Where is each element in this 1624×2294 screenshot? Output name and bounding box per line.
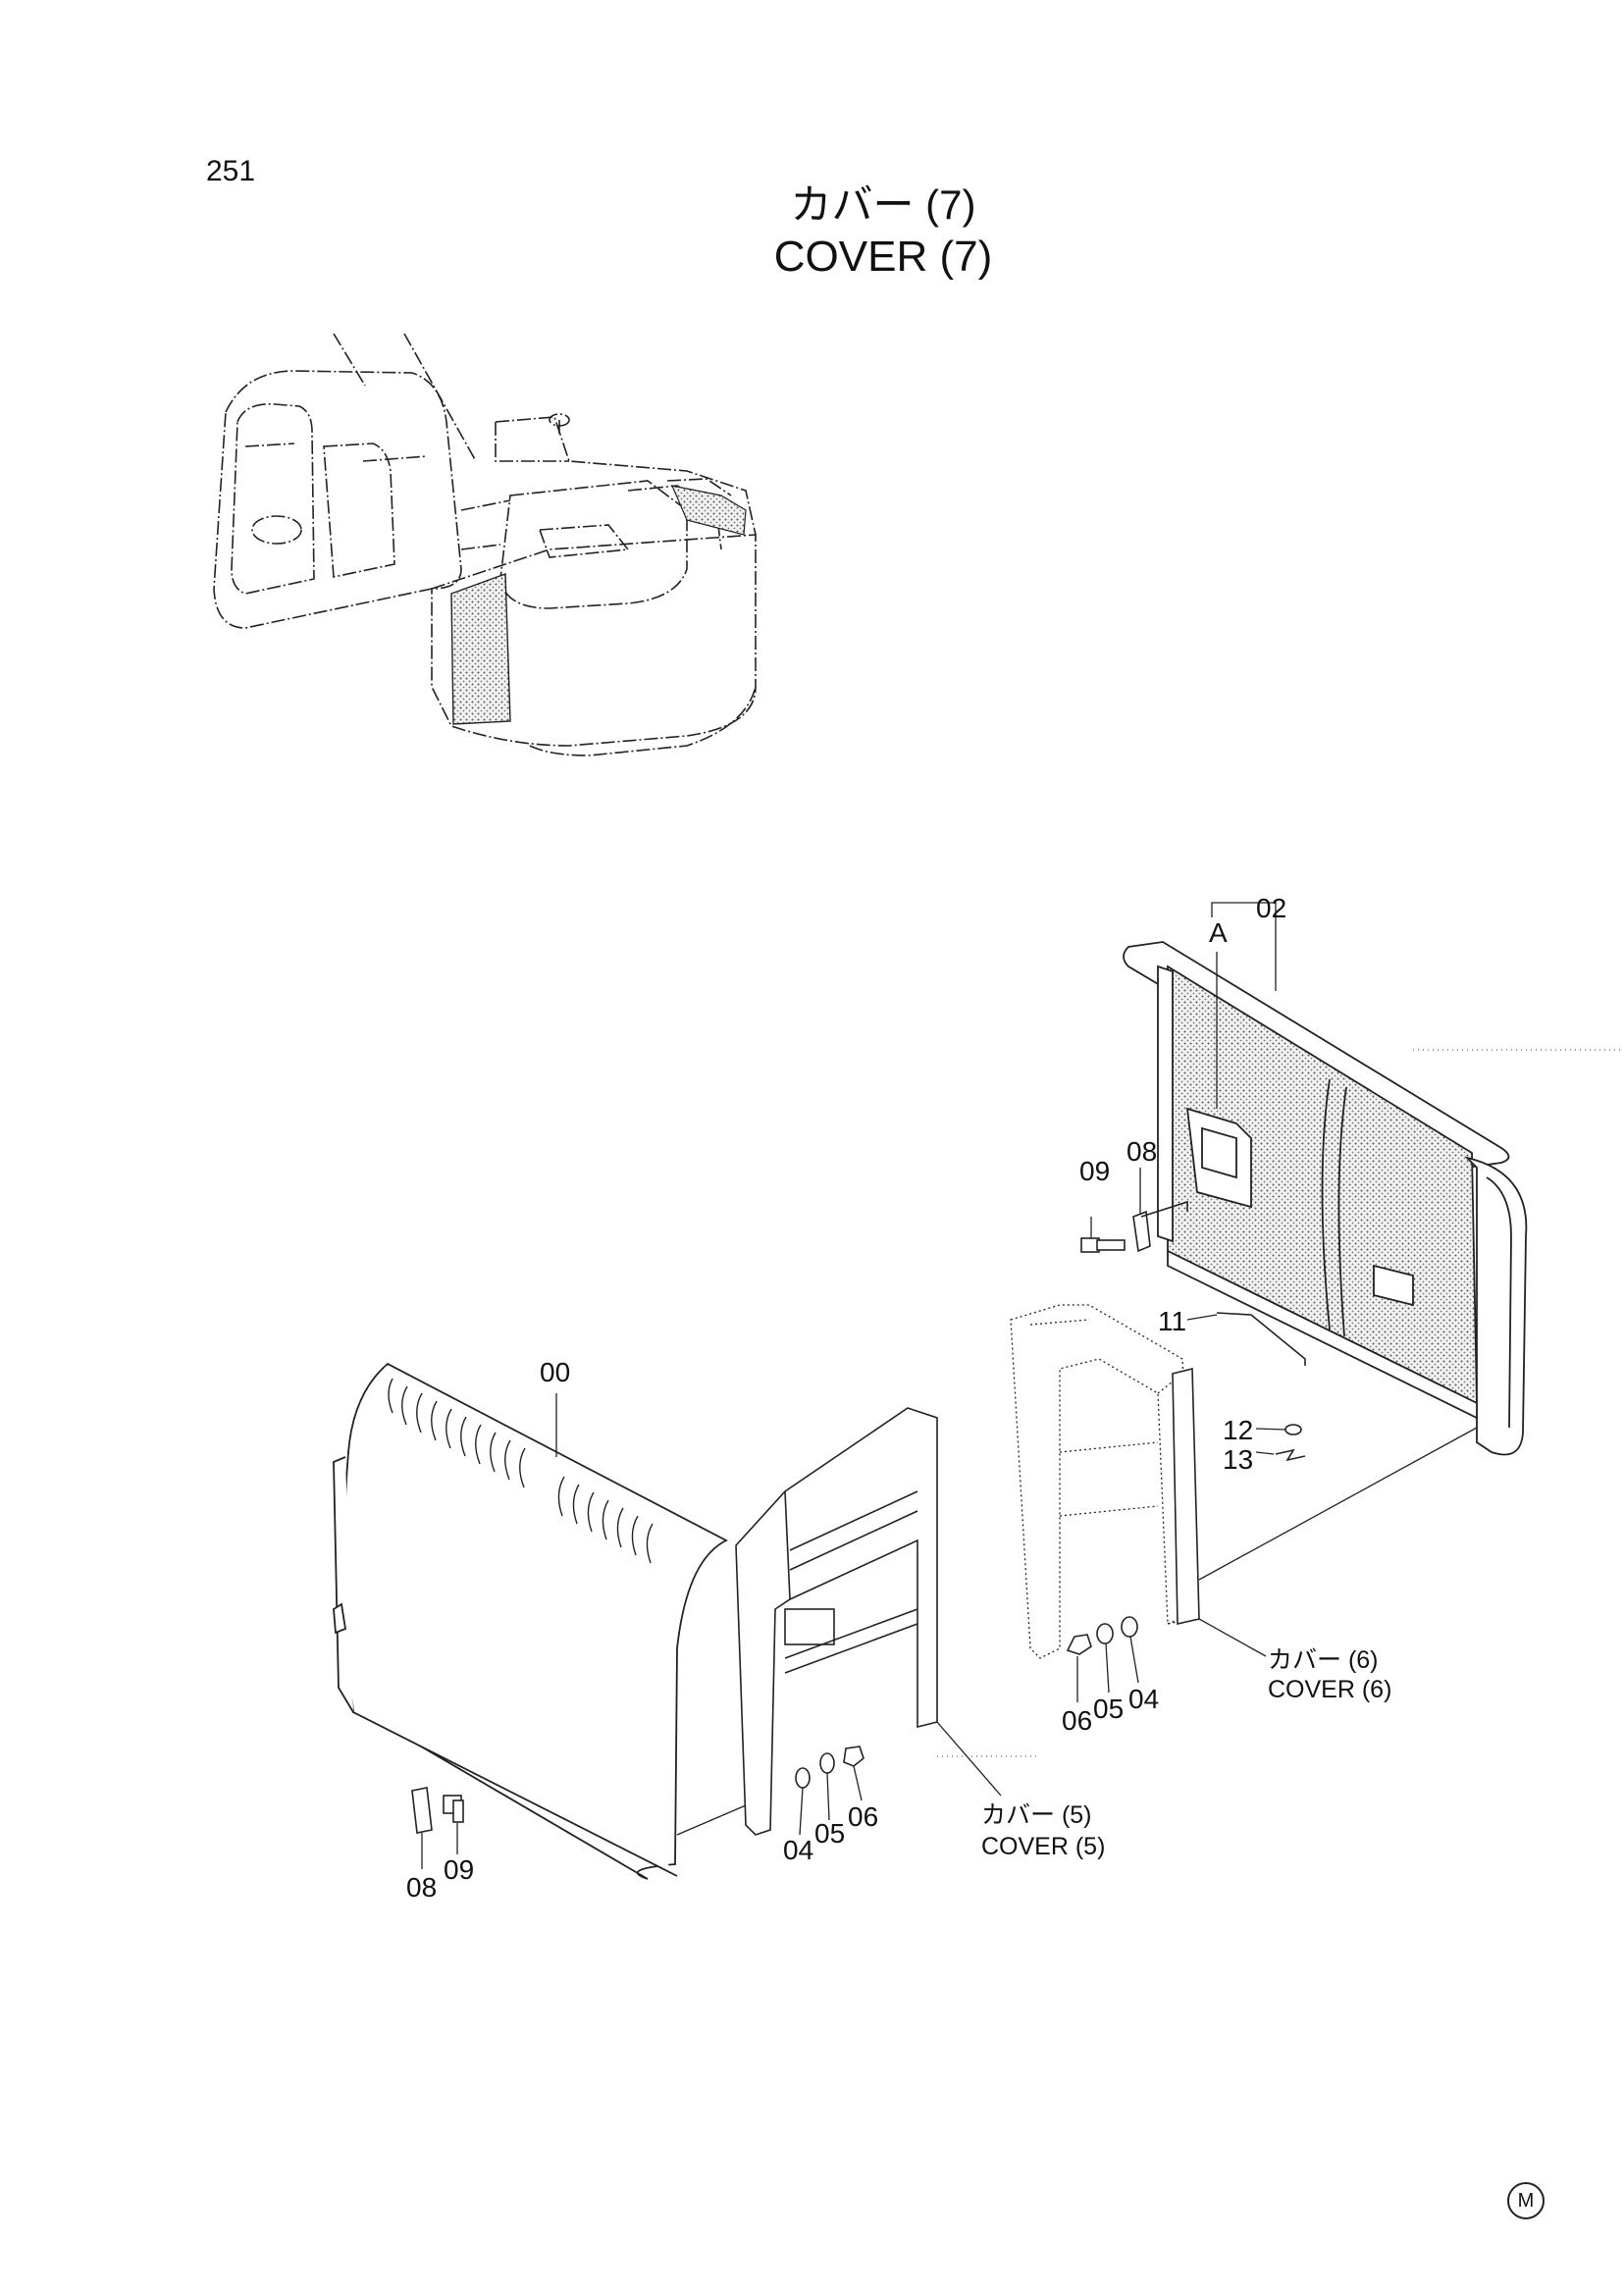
page-number: 251 <box>206 155 256 187</box>
callout-A: A <box>1209 917 1228 948</box>
callout-06-mid: 06 <box>1062 1705 1093 1736</box>
callout-09-lower: 09 <box>444 1854 475 1885</box>
part-04-05-06-fasteners-low <box>795 1746 864 1789</box>
cover-5-frame-reference <box>735 1407 938 1836</box>
callout-02: 02 <box>1256 893 1287 923</box>
callout-06-low: 06 <box>848 1801 879 1832</box>
callout-08-lower: 08 <box>406 1872 438 1903</box>
callout-05-mid: 05 <box>1093 1694 1125 1724</box>
part-00-front-louvered-cover <box>333 1362 728 1880</box>
cover-6-side-rail <box>1172 1367 1200 1625</box>
cover-6-frame-reference <box>1010 1304 1193 1659</box>
callout-04-mid: 04 <box>1128 1684 1160 1714</box>
highlighted-cover-location-rear <box>670 485 747 536</box>
cover-5-reference-en: COVER (5) <box>981 1833 1106 1860</box>
callout-leader-lines <box>421 902 1478 1869</box>
excavator-overview-illustration <box>213 333 757 756</box>
callout-08-upper: 08 <box>1126 1136 1158 1167</box>
highlighted-cover-location <box>450 573 511 725</box>
louver-group-upper-left <box>388 1378 526 1488</box>
callout-12: 12 <box>1223 1415 1254 1445</box>
cover-5-reference-jp: カバー (5) <box>981 1801 1092 1829</box>
part-08-09-hinge-bolt-lower <box>411 1787 464 1834</box>
callout-05-low: 05 <box>814 1818 846 1849</box>
part-08-09-hinge-bolt-upper <box>1080 1200 1188 1253</box>
louver-group-lower-right <box>557 1476 654 1564</box>
cover-6-reference-en: COVER (6) <box>1268 1676 1392 1703</box>
callout-04-low: 04 <box>783 1835 814 1865</box>
callout-13: 13 <box>1223 1444 1254 1475</box>
title-japanese: カバー (7) <box>790 182 976 228</box>
cover-6-reference-jp: カバー (6) <box>1268 1646 1379 1674</box>
callout-11: 11 <box>1158 1306 1187 1336</box>
part-02-rear-cover-panel <box>1123 941 1528 1456</box>
dotted-connection-lines <box>937 1049 1624 1757</box>
part-04-05-06-fasteners-mid <box>1066 1616 1138 1655</box>
callout-00: 00 <box>540 1357 571 1387</box>
callout-09-upper: 09 <box>1079 1156 1111 1186</box>
corner-mark: M <box>1507 2182 1545 2219</box>
title-english: COVER (7) <box>773 233 993 281</box>
part-11-12-13-small-hardware <box>1216 1312 1306 1462</box>
